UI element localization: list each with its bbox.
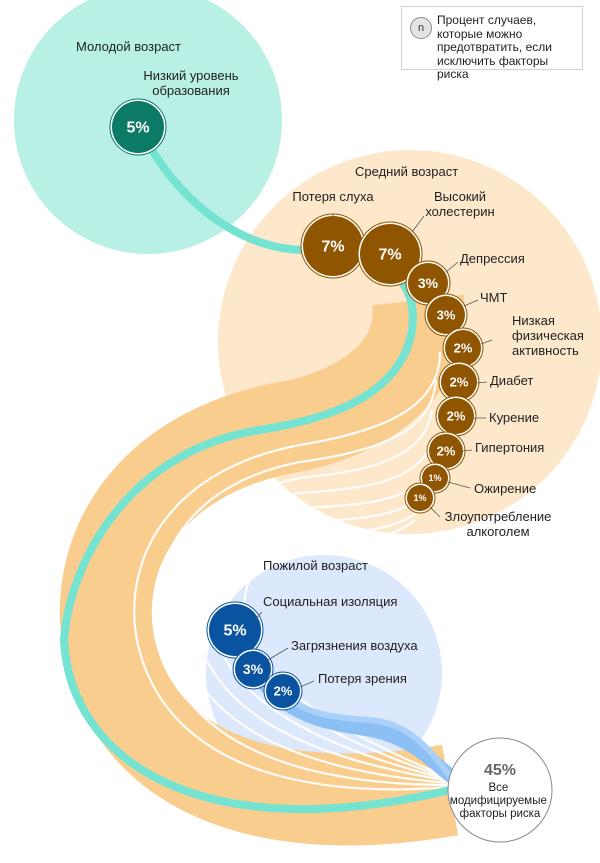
factor-10-pct: 1% bbox=[413, 493, 426, 503]
factor-4-circle bbox=[427, 296, 465, 334]
factor-9-label: Ожирение bbox=[474, 481, 536, 496]
factor-3-circle bbox=[408, 263, 448, 303]
factor-4-leader bbox=[463, 299, 479, 307]
factor-3-node: 3% Депрессия bbox=[405, 251, 525, 306]
factor-4-label: ЧМТ bbox=[480, 290, 507, 305]
factor-13-pct: 2% bbox=[274, 684, 293, 699]
factor-12-leader bbox=[267, 647, 289, 661]
factor-11-circle bbox=[209, 604, 261, 656]
factor-12-node: 3% Загрязнения воздуха bbox=[232, 638, 418, 690]
factor-13-leader bbox=[299, 680, 315, 688]
factor-1-circle bbox=[303, 216, 363, 276]
factor-6-leader bbox=[476, 381, 488, 384]
factor-1-pct: 7% bbox=[321, 239, 344, 256]
factor-12-circle bbox=[235, 651, 271, 687]
factor-12-pct: 3% bbox=[243, 661, 264, 677]
factor-8-label: Гипертония bbox=[475, 440, 544, 455]
old-flow-3 bbox=[279, 689, 455, 781]
factor-4-node: 3% ЧМТ bbox=[424, 290, 507, 337]
factor-6-pct: 2% bbox=[450, 375, 469, 390]
factor-2-circle bbox=[360, 224, 420, 284]
factor-0-pct: 5% bbox=[126, 120, 149, 137]
factor-11-node: 5% Социальная изоляция bbox=[206, 594, 397, 659]
young-flow bbox=[59, 126, 451, 814]
factor-3-label: Депрессия bbox=[460, 251, 525, 266]
factor-10-circle bbox=[407, 485, 433, 511]
factor-3-leader bbox=[445, 261, 459, 273]
factor-11-label: Социальная изоляция bbox=[263, 594, 397, 609]
factor-9-circle bbox=[422, 465, 448, 491]
factor-11-pct: 5% bbox=[223, 623, 246, 640]
factor-13-node: 2% Потеря зрения bbox=[263, 671, 407, 711]
stage-label-middle: Средний возраст bbox=[355, 164, 458, 179]
factor-6-circle bbox=[441, 364, 477, 400]
factor-3-pct: 3% bbox=[418, 275, 439, 291]
factor-4-pct: 3% bbox=[437, 308, 456, 323]
flow-streams bbox=[59, 126, 465, 846]
total-label: Все модифицируемые факторы риска bbox=[450, 782, 550, 820]
factor-5-circle bbox=[445, 330, 481, 366]
legend-text: Процент случаев, которые можно предотвра… bbox=[437, 13, 552, 81]
factor-11-leader bbox=[254, 611, 263, 621]
factor-5-pct: 2% bbox=[454, 341, 473, 356]
factor-10-leader bbox=[429, 506, 441, 518]
factor-2-pct: 7% bbox=[378, 247, 401, 264]
factor-5-leader bbox=[480, 339, 493, 345]
factor-1-label: Потеря слуха bbox=[292, 189, 374, 204]
stage-label-young: Молодой возраст bbox=[76, 39, 181, 54]
factor-13-circle bbox=[266, 674, 300, 708]
factor-8-circle bbox=[429, 434, 463, 468]
factor-7-node: 2% Курение bbox=[435, 395, 539, 437]
factor-7-pct: 2% bbox=[447, 409, 466, 424]
factor-6-label: Диабет bbox=[490, 373, 533, 388]
factor-12-label: Загрязнения воздуха bbox=[291, 638, 418, 653]
total-node bbox=[447, 737, 553, 843]
factor-8-pct: 2% bbox=[437, 444, 456, 459]
total-pct: 45% bbox=[484, 762, 516, 779]
legend-symbol: n bbox=[410, 17, 432, 39]
factor-8-node: 2% Гипертония bbox=[426, 431, 544, 471]
factor-9-leader bbox=[447, 481, 471, 489]
factor-6-node: 2% Диабет bbox=[438, 361, 533, 403]
factor-2-leader bbox=[411, 215, 425, 233]
factor-8-leader bbox=[462, 449, 473, 452]
factor-0-circle bbox=[112, 101, 164, 153]
stage-label-old: Пожилой возраст bbox=[263, 558, 368, 573]
legend-box: n Процент случаев, которые можно предотв… bbox=[401, 6, 583, 81]
factor-7-circle bbox=[438, 398, 474, 434]
factor-13-label: Потеря зрения bbox=[318, 671, 407, 686]
factor-7-label: Курение bbox=[489, 410, 539, 425]
factor-9-node: 1% Ожирение bbox=[419, 462, 536, 496]
factor-9-pct: 1% bbox=[428, 473, 441, 483]
